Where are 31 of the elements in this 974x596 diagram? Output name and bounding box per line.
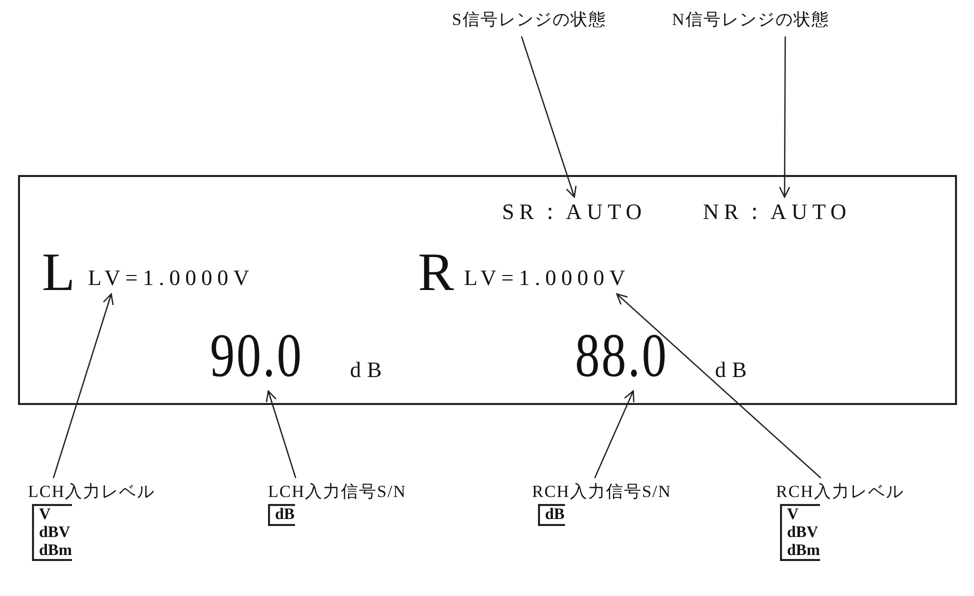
level-readout: LV=1.0000V — [464, 267, 630, 289]
range-status: NR：AUTO — [703, 201, 852, 223]
leader-arrow — [520, 36, 577, 198]
leader-arrow — [594, 390, 634, 478]
sn-readout: 88.0 — [575, 325, 668, 387]
sn-readout: 90.0 — [210, 325, 304, 387]
unit-option: V — [39, 506, 72, 524]
annotation-text: RCH入力信号S/N — [532, 482, 672, 502]
unit-option: dBV — [39, 524, 72, 542]
leader-arrow — [616, 293, 822, 478]
channel-letter: L — [42, 245, 75, 299]
annotation-text: RCH入力レベル — [776, 482, 904, 502]
annotation-text: LCH入力レベル — [28, 482, 155, 502]
unit-text: dB — [715, 359, 753, 381]
channel-letter: R — [418, 245, 454, 299]
level-readout: LV=1.0000V — [88, 267, 254, 289]
unit-option: dBm — [39, 542, 72, 560]
unit-option: dB — [545, 506, 565, 524]
display-panel — [18, 175, 957, 405]
annotation-text: N信号レンジの状態 — [672, 10, 830, 30]
unit-option: dB — [275, 506, 295, 524]
unit-option: V — [787, 506, 820, 524]
unit-option: dBm — [787, 542, 820, 560]
leader-arrow — [778, 36, 790, 198]
leader-arrow — [266, 390, 296, 478]
range-status: SR：AUTO — [502, 201, 647, 223]
unit-text: dB — [350, 359, 388, 381]
leader-arrow — [52, 293, 114, 478]
unit-option: dBV — [787, 524, 820, 542]
annotation-text: LCH入力信号S/N — [268, 482, 406, 502]
annotation-text: S信号レンジの状態 — [452, 10, 606, 30]
